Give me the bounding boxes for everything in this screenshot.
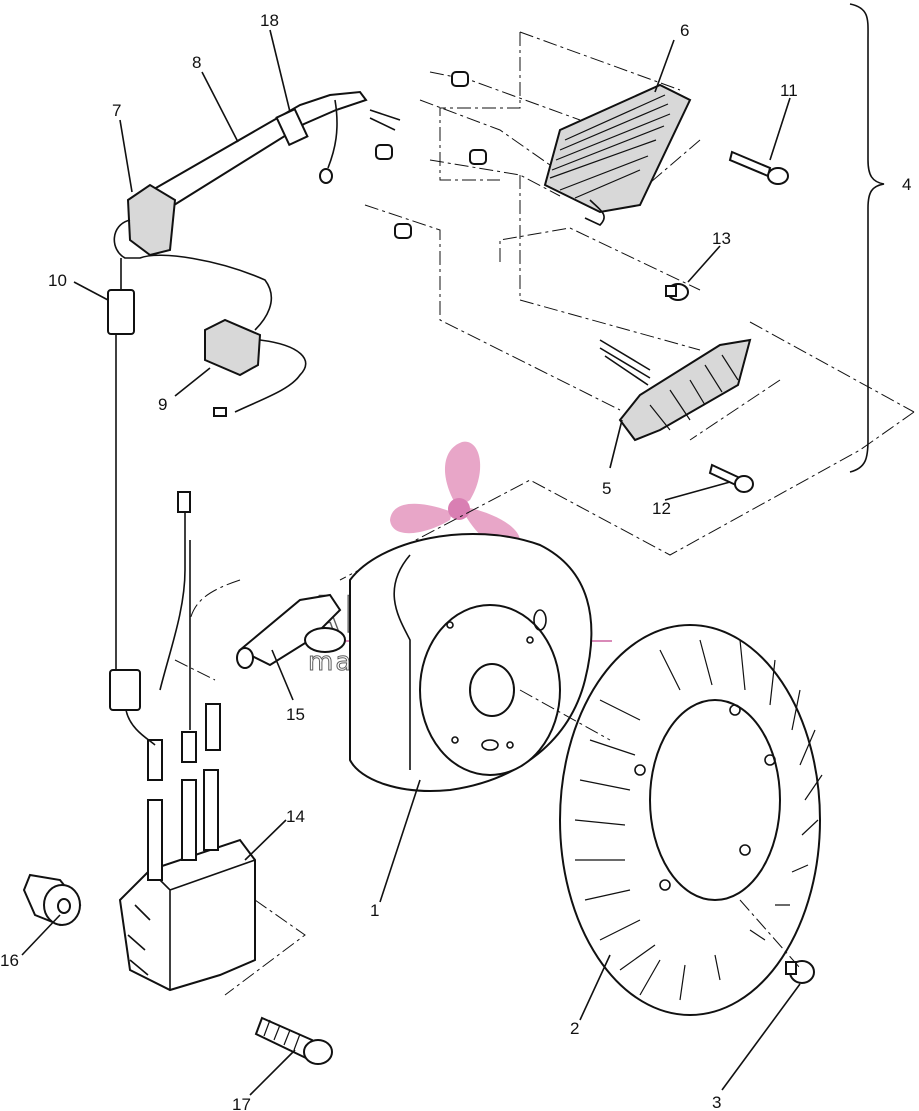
pulser-coil xyxy=(599,338,752,442)
propeller-blade-top xyxy=(444,441,481,508)
callout-5: 5 xyxy=(602,479,611,498)
callout-2: 2 xyxy=(570,1019,579,1038)
callout-1: 1 xyxy=(370,901,379,920)
propeller-hub xyxy=(448,498,470,520)
projection-lines-lower xyxy=(174,579,306,996)
callout-12: 12 xyxy=(652,499,671,518)
callout-labels: 1 2 3 4 5 6 7 8 9 10 11 12 13 14 15 16 1… xyxy=(0,11,911,1111)
callout-9: 9 xyxy=(158,395,167,414)
callout-3: 3 xyxy=(712,1093,721,1111)
charge-coil xyxy=(543,83,692,226)
assembly-bracket xyxy=(849,3,885,473)
callout-4: 4 xyxy=(902,175,911,194)
projection-line-hub xyxy=(519,689,611,741)
screw-3 xyxy=(785,960,815,984)
flywheel xyxy=(559,624,823,1016)
screw-12 xyxy=(708,463,754,493)
spark-plug-cap xyxy=(236,593,346,669)
callout-10: 10 xyxy=(48,271,67,290)
callout-18: 18 xyxy=(260,11,279,30)
callout-11: 11 xyxy=(780,81,798,100)
callout-17: 17 xyxy=(232,1095,251,1111)
callout-16: 16 xyxy=(0,951,19,970)
callout-15: 15 xyxy=(286,705,305,724)
callout-7: 7 xyxy=(112,101,121,120)
bolt-17 xyxy=(254,1016,333,1065)
callout-6: 6 xyxy=(680,21,689,40)
screw-11 xyxy=(728,150,789,185)
ignition-coil xyxy=(118,703,256,992)
spacer-tubes xyxy=(375,71,487,239)
connector-10 xyxy=(107,258,135,680)
propeller-blade-left xyxy=(390,503,452,534)
callout-13: 13 xyxy=(712,229,731,248)
screw-13 xyxy=(665,283,689,301)
stator-base xyxy=(349,533,593,792)
callout-8: 8 xyxy=(192,53,201,72)
leader-lines xyxy=(21,29,801,1096)
projection-line-screw xyxy=(739,899,801,969)
callout-14: 14 xyxy=(286,807,305,826)
relay-9 xyxy=(204,318,307,417)
coil-wires xyxy=(109,491,191,746)
rectifier xyxy=(113,183,273,331)
bushing-16 xyxy=(22,873,82,927)
wire-harness xyxy=(133,90,401,222)
